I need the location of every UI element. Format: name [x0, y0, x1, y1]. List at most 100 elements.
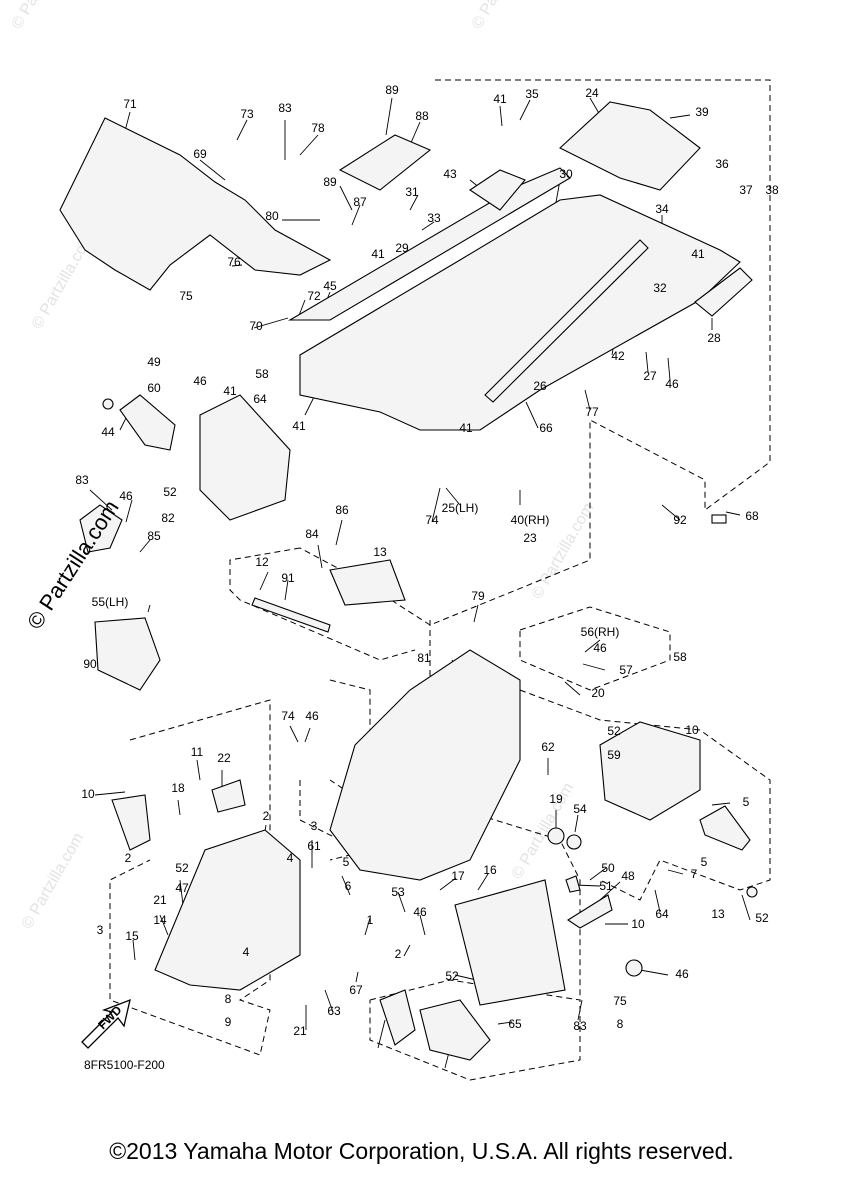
part-number-label: 8: [225, 992, 232, 1006]
part-number-label: 18: [171, 781, 185, 795]
part-number-label: 3: [311, 819, 318, 833]
part-number-label: 22: [217, 751, 231, 765]
part-number-label: 7: [691, 867, 698, 881]
part-number-label: 51: [599, 879, 613, 893]
part-number-label: 38: [765, 183, 779, 197]
part-number-label: 39: [695, 105, 709, 119]
part-number-label: 33: [427, 211, 441, 225]
part-number-label: 10: [81, 787, 95, 801]
part-number-label: 88: [415, 109, 429, 123]
part-number-label: 4: [287, 851, 294, 865]
engine-cradle: [329, 649, 521, 881]
part-number-label: 34: [655, 202, 669, 216]
part-number-label: 78: [311, 121, 325, 135]
part-number-label: 46: [119, 489, 133, 503]
mount-bracket: [199, 394, 291, 521]
part-number-label: 66: [539, 421, 553, 435]
guard-plate: [566, 894, 613, 929]
part-number-label: 42: [611, 349, 625, 363]
part-number-label: 77: [585, 405, 599, 419]
part-number-label: 82: [161, 511, 175, 525]
part-number-label: 80: [265, 209, 279, 223]
part-number-label: 91: [281, 571, 295, 585]
part-number-label: 73: [240, 107, 254, 121]
part-number-label: 55(LH): [92, 595, 129, 609]
part-number-label: 21: [293, 1024, 307, 1038]
part-number-label: 41: [493, 92, 507, 106]
part-number-label: 64: [655, 907, 669, 921]
gusset: [111, 794, 151, 851]
part-number-label: 71: [123, 97, 137, 111]
part-number-label: 75: [179, 289, 193, 303]
heat-exchanger: [454, 879, 566, 1006]
part-number-label: 74: [281, 709, 295, 723]
part-number-label: 43: [443, 167, 457, 181]
part-number-label: 81: [417, 651, 431, 665]
part-number-label: 86: [335, 503, 349, 517]
label-sticker: [711, 514, 727, 524]
pulley-hub: [625, 959, 643, 977]
bracket-small: [565, 875, 581, 893]
watermark-text: © Partzilla.com: [509, 780, 578, 882]
part-number-label: 84: [305, 527, 319, 541]
part-number-label: 58: [255, 367, 269, 381]
part-number-label: 48: [621, 869, 635, 883]
bushing: [102, 398, 114, 410]
part-number-label: 47: [175, 881, 189, 895]
part-number-label: 72: [307, 289, 321, 303]
part-number-label: 52: [607, 724, 621, 738]
part-number-label: 52: [445, 969, 459, 983]
part-number-label: 75: [613, 994, 627, 1008]
part-number-label: 13: [711, 907, 725, 921]
side-cover: [94, 617, 161, 691]
watermark-text: © Partzilla.com: [9, 0, 78, 32]
part-number-label: 41: [292, 419, 306, 433]
part-number-label: 83: [573, 1019, 587, 1033]
part-number-label: 57: [619, 663, 633, 677]
part-number-label: 37: [739, 183, 753, 197]
part-number-label: 30: [559, 167, 573, 181]
part-number-label: 5: [343, 855, 350, 869]
part-number-label: 29: [395, 241, 409, 255]
step-plate: [694, 267, 753, 317]
part-number-label: 4: [243, 945, 250, 959]
part-number-label: 67: [349, 983, 363, 997]
part-number-label: 26: [533, 379, 547, 393]
part-number-label: 74: [425, 513, 439, 527]
part-number-label: 44: [101, 425, 115, 439]
part-number-label: 59: [607, 748, 621, 762]
part-number-label: 12: [255, 555, 269, 569]
part-number-label: 46: [675, 967, 689, 981]
side-cover: [79, 504, 123, 553]
bearing: [547, 827, 565, 845]
part-number-label: 89: [323, 175, 337, 189]
part-number-label: 31: [405, 185, 419, 199]
part-number-label: 65: [508, 1017, 522, 1031]
part-number-label: 10: [631, 917, 645, 931]
front-cowl-frame: [59, 117, 332, 291]
part-number-label: 46: [593, 641, 607, 655]
part-number-label: 50: [601, 861, 615, 875]
part-number-label: 52: [755, 911, 769, 925]
part-number-label: 2: [395, 947, 402, 961]
part-number-label: 89: [385, 83, 399, 97]
part-number-label: 41: [223, 384, 237, 398]
part-number-label: 36: [715, 157, 729, 171]
part-number-label: 1: [367, 913, 374, 927]
part-number-label: 5: [701, 855, 708, 869]
part-number-label: 64: [253, 392, 267, 406]
part-number-label: 45: [323, 279, 337, 293]
part-number-label: 2: [263, 809, 270, 823]
cover-plate: [329, 559, 406, 606]
part-number-label: 13: [373, 545, 387, 559]
tunnel-assembly: [299, 194, 741, 431]
part-number-label: 41: [691, 247, 705, 261]
part-number-label: 85: [147, 529, 161, 543]
part-number-label: 69: [193, 147, 207, 161]
bushing: [746, 886, 758, 898]
part-number-label: 53: [391, 885, 405, 899]
mount-plate: [211, 779, 246, 813]
